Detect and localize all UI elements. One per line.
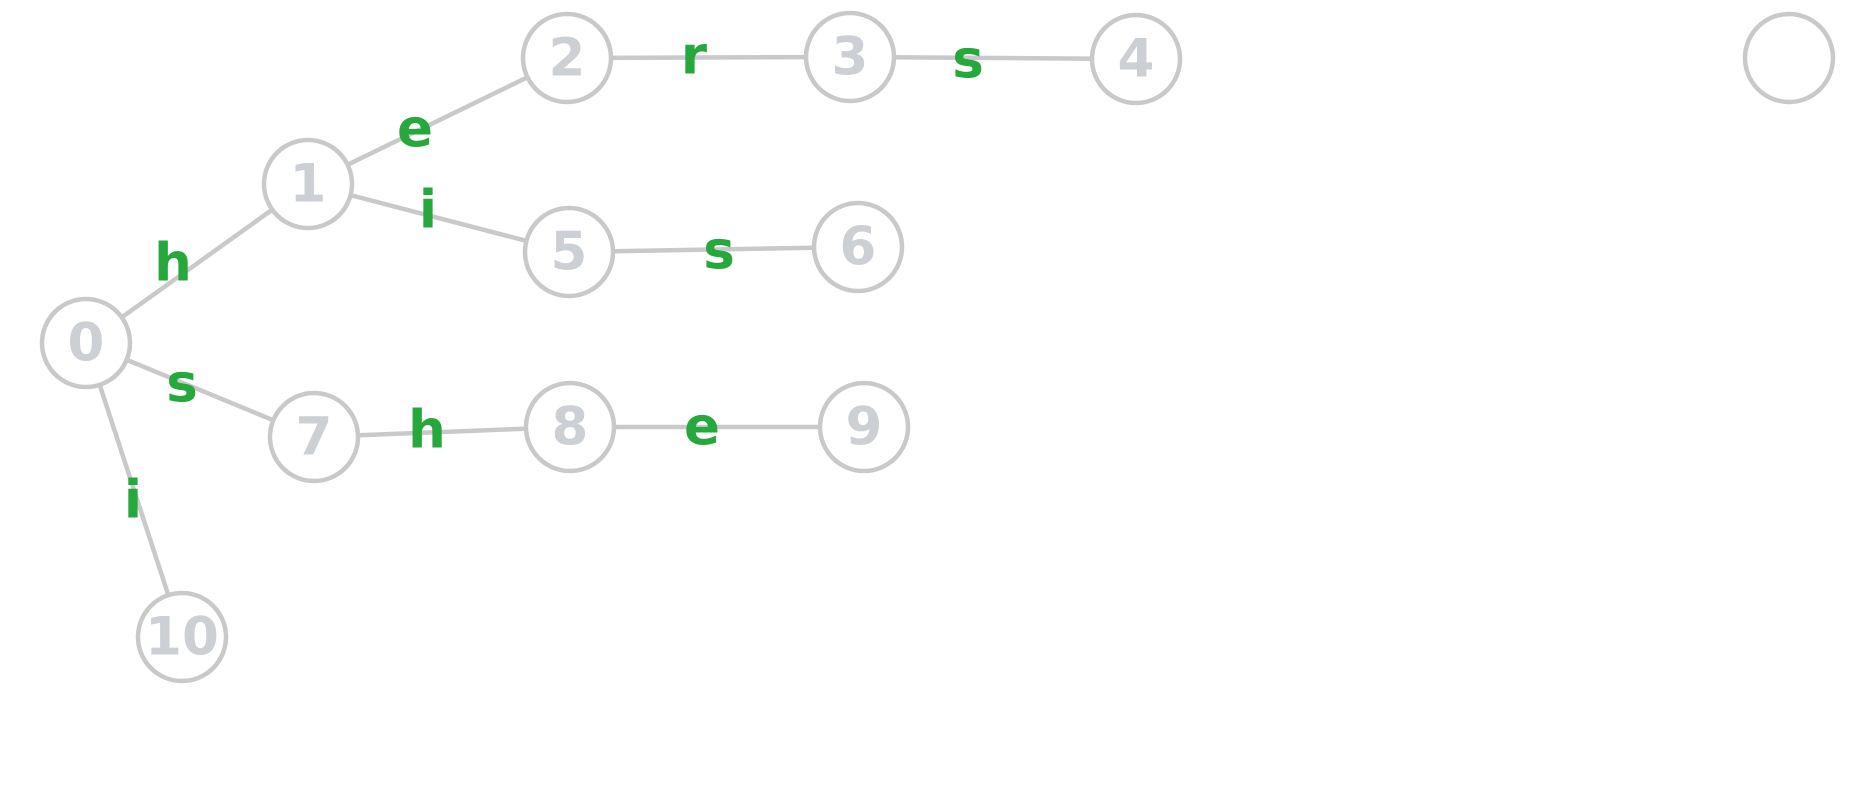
- node-number: 9: [846, 397, 883, 458]
- node-2: 2: [520, 11, 614, 105]
- node-number: 8: [552, 397, 589, 458]
- node-circle: [520, 11, 614, 105]
- edge-label-0-1: h: [154, 233, 192, 294]
- edge-label-2-3: r: [681, 26, 707, 87]
- node-number: 2: [549, 28, 586, 89]
- node-circle: [261, 137, 355, 231]
- edge-3-4: [849, 54, 1137, 62]
- node-7: 7: [267, 390, 361, 484]
- node-circle: [523, 380, 617, 474]
- node-circle: [267, 390, 361, 484]
- node-circle: [522, 205, 616, 299]
- edge-label-7-8: h: [408, 400, 446, 461]
- node-number: 6: [840, 217, 877, 278]
- node-circle: [1742, 11, 1836, 105]
- node-0: 0: [39, 296, 133, 390]
- node-8: 8: [523, 380, 617, 474]
- edge-label-1-2: e: [397, 99, 433, 160]
- node-number: 10: [145, 607, 219, 668]
- node-5: 5: [522, 205, 616, 299]
- node-6: 6: [811, 200, 905, 294]
- node-number: 1: [290, 154, 327, 215]
- node-circle: [39, 296, 133, 390]
- edge-label-8-9: e: [684, 397, 720, 458]
- edge-label-0-10: i: [124, 470, 142, 531]
- node-4: 4: [1089, 12, 1183, 106]
- node-9: 9: [817, 380, 911, 474]
- edge-label-0-7: s: [166, 354, 198, 415]
- node-circle: [817, 380, 911, 474]
- edge-label-5-6: s: [703, 221, 735, 282]
- edge-label-3-4: s: [952, 30, 984, 91]
- node-1: 1: [261, 137, 355, 231]
- node-number: 3: [832, 27, 869, 88]
- edge-1-2: [307, 55, 568, 187]
- edge-5-6: [568, 244, 859, 255]
- node-circle: [803, 10, 897, 104]
- node-empty: [1742, 11, 1836, 105]
- node-circle: [1089, 12, 1183, 106]
- node-number: 7: [296, 407, 333, 468]
- node-number: 0: [68, 313, 105, 374]
- edge-0-10: [83, 342, 185, 638]
- node-number: 4: [1118, 29, 1155, 90]
- edge-label-1-5: i: [419, 180, 437, 241]
- node-3: 3: [803, 10, 897, 104]
- node-number: 5: [551, 222, 588, 283]
- edge-2-3: [566, 54, 851, 61]
- node-circle: [135, 590, 229, 684]
- node-circle: [811, 200, 905, 294]
- node-10: 10: [135, 590, 229, 684]
